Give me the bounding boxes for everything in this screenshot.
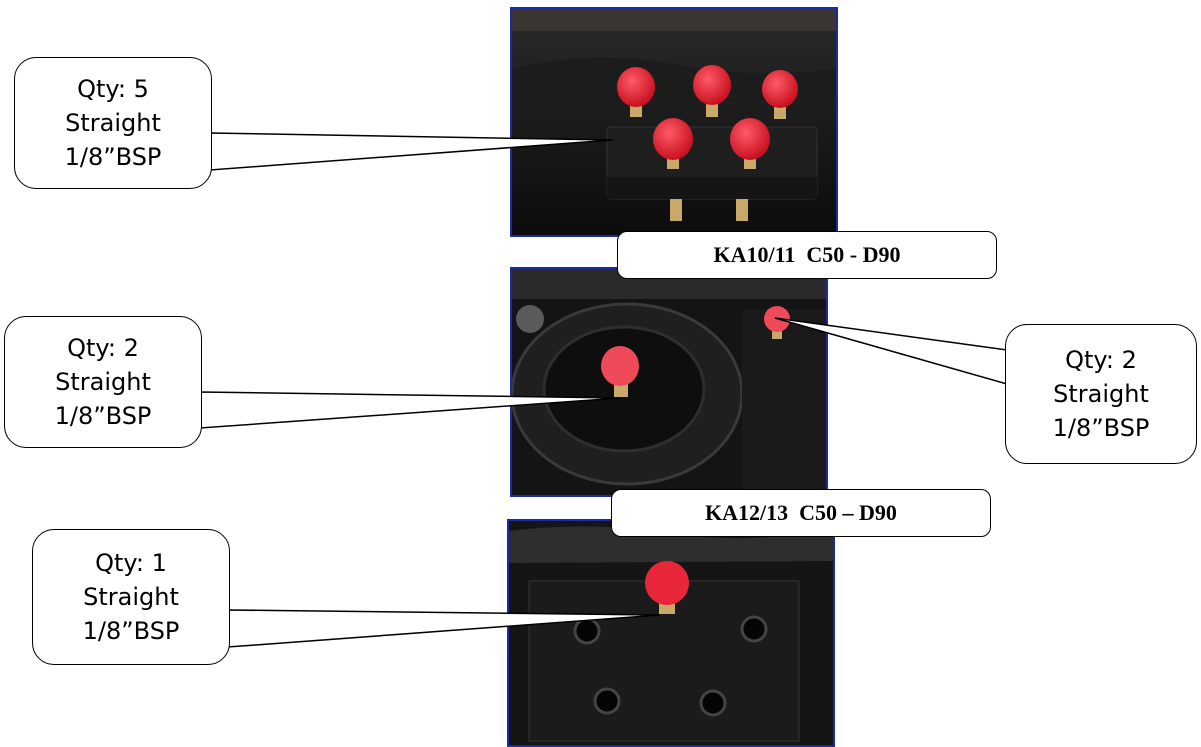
callout-qty: Qty: 5	[77, 75, 149, 103]
callout-qty: Qty: 1	[95, 549, 167, 577]
callout-type: Straight	[65, 109, 161, 137]
callout-qty-5: Qty: 5 Straight 1/8”BSP	[14, 57, 212, 189]
model-banner-ka10-11: KA10/11 C50 - D90	[617, 231, 997, 279]
photo-two-nipples	[510, 267, 828, 497]
callout-thread: 1/8”BSP	[82, 617, 180, 645]
photo-five-nipples	[510, 7, 838, 237]
callout-type: Straight	[55, 368, 151, 396]
callout-type: Straight	[1053, 380, 1149, 408]
callout-thread: 1/8”BSP	[1052, 414, 1150, 442]
callout-qty-2-left: Qty: 2 Straight 1/8”BSP	[4, 316, 202, 448]
callout-thread: 1/8”BSP	[54, 402, 152, 430]
callout-qty: Qty: 2	[1065, 346, 1137, 374]
model-banner-ka12-13: KA12/13 C50 – D90	[611, 489, 991, 537]
callout-thread: 1/8”BSP	[64, 143, 162, 171]
callout-qty: Qty: 2	[67, 334, 139, 362]
callout-type: Straight	[83, 583, 179, 611]
callout-qty-2-right: Qty: 2 Straight 1/8”BSP	[1005, 324, 1197, 464]
photo-one-nipple	[507, 519, 835, 747]
callout-qty-1: Qty: 1 Straight 1/8”BSP	[32, 529, 230, 665]
